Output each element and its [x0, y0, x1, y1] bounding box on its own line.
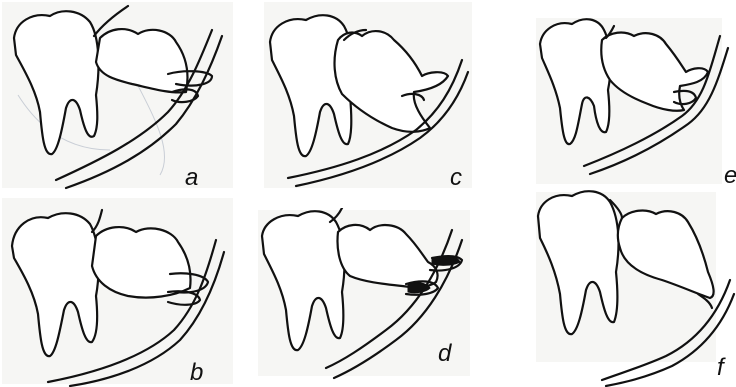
panel-c-label: c [450, 166, 462, 190]
panel-e: e [534, 0, 736, 192]
panel-b-label: b [190, 361, 203, 385]
panel-a: a [0, 0, 235, 192]
panel-c-drawing [262, 0, 474, 192]
panel-f-label: f [717, 356, 724, 380]
panel-a-drawing [0, 0, 235, 192]
panel-a-label: a [185, 166, 198, 190]
panel-e-drawing [534, 0, 736, 192]
panel-f-drawing [534, 190, 736, 387]
panel-f: f [534, 190, 736, 387]
panel-b: b [0, 196, 235, 387]
panel-c: c [262, 0, 474, 192]
panel-d-label: d [438, 342, 451, 366]
panel-e-label: e [724, 164, 736, 188]
panel-d: d [256, 208, 474, 387]
